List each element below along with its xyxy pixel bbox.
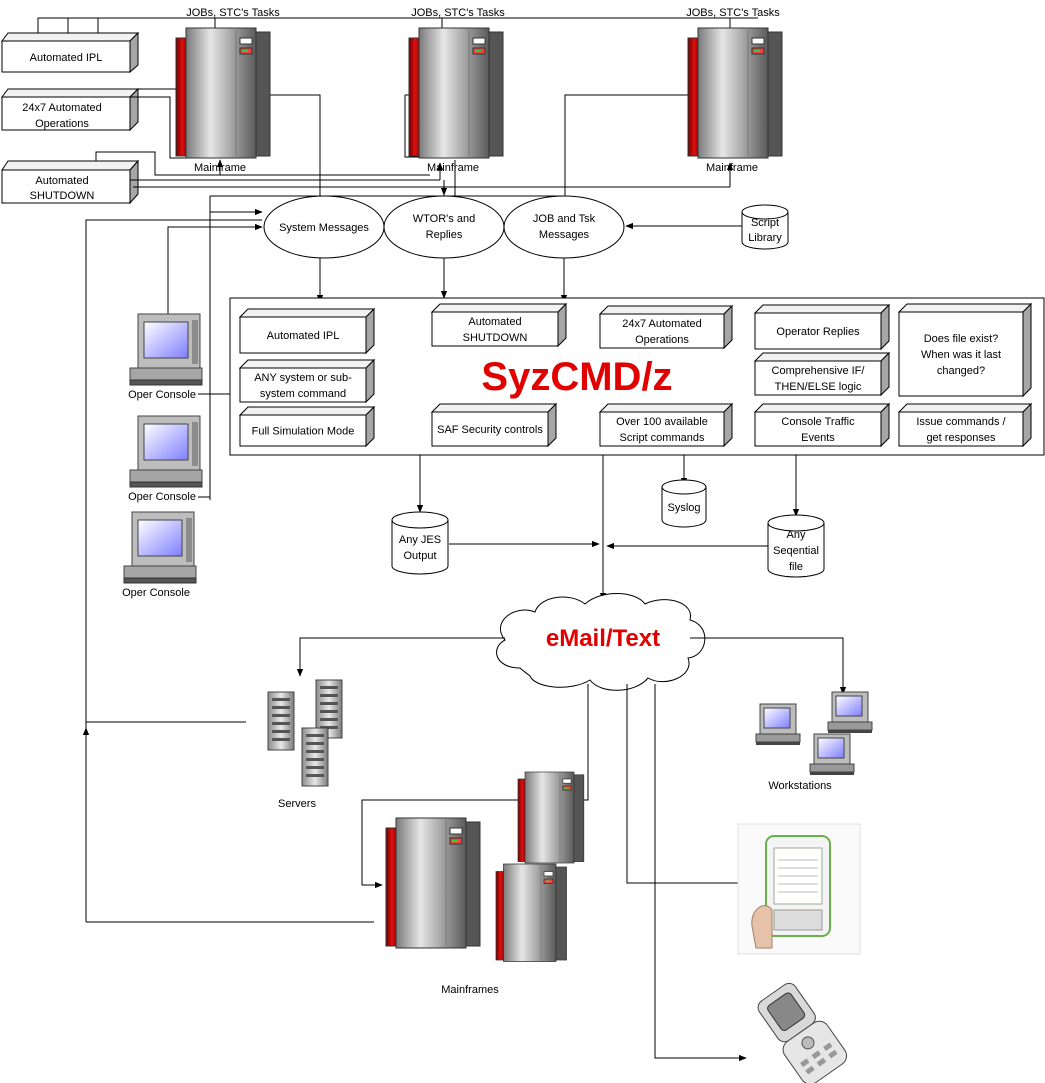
feature-box-full-simulation: Full Simulation Mode [238, 405, 376, 448]
top-connectors [37, 17, 758, 500]
mainframes-group: Mainframes [385, 771, 585, 996]
mainframes-label: Mainframes [441, 984, 499, 996]
feature-box-text: Comprehensive IF/THEN/ELSE logic [772, 365, 866, 393]
mainframe-3-label: Mainframe [706, 162, 758, 174]
mainframe-3-jobs-label: JOBs, STC's Tasks [686, 7, 780, 19]
feature-box-if-then-else: Comprehensive IF/THEN/ELSE logic [753, 351, 891, 397]
system-messages-ellipse: System Messages [263, 195, 385, 259]
oper-console-2-label: Oper Console [128, 491, 196, 503]
syslog-text: Syslog [667, 502, 700, 514]
syzcmd-feature-boxes: Automated IPL ANY system or sub-system co… [238, 302, 1033, 448]
output-lines [416, 455, 800, 601]
system-messages-text: System Messages [279, 222, 369, 234]
feature-box-any-command: ANY system or sub-system command [238, 358, 376, 404]
mainframe-1-label: Mainframe [194, 162, 246, 174]
feature-box-text: ANY system or sub-system command [254, 372, 352, 400]
message-bus-lines [85, 180, 568, 730]
workstations-label: Workstations [768, 780, 832, 792]
cellphone-image [757, 982, 848, 1083]
workstations-group: Workstations [755, 691, 873, 792]
oper-console-1: Oper Console [128, 313, 203, 401]
email-text-cloud: eMail/Text [496, 593, 706, 691]
email-fanout-lines [82, 637, 847, 1062]
ereader-image [737, 823, 861, 955]
syslog-cylinder: Syslog [661, 479, 707, 528]
servers-label: Servers [278, 798, 316, 810]
oper-console-3: Oper Console [122, 511, 197, 599]
feature-box-saf-security: SAF Security controls [430, 402, 558, 448]
left-box-automated-ipl: Automated IPL [1, 31, 140, 74]
email-text-label: eMail/Text [546, 625, 660, 652]
feature-box-text: Automated IPL [267, 330, 340, 342]
left-box-automated-ipl-text: Automated IPL [30, 52, 103, 64]
mainframe-3: Mainframe JOBs, STC's Tasks [686, 7, 783, 174]
oper-console-2: Oper Console [128, 415, 203, 503]
mainframe-1: Mainframe JOBs, STC's Tasks [175, 7, 280, 174]
feature-box-automated-ipl: Automated IPL [238, 307, 376, 355]
feature-box-text: Operator Replies [776, 326, 860, 338]
mainframe-2-label: Mainframe [427, 162, 479, 174]
feature-box-text: Full Simulation Mode [252, 426, 355, 438]
feature-box-issue-commands: Issue commands /get responses [897, 402, 1033, 448]
syzcmd-title: SyzCMD/z [481, 355, 672, 399]
oper-console-1-label: Oper Console [128, 389, 196, 401]
servers-group: Servers [267, 679, 343, 810]
oper-console-3-label: Oper Console [122, 587, 190, 599]
feature-box-text: SAF Security controls [437, 424, 543, 436]
mainframe-2: Mainframe JOBs, STC's Tasks [408, 7, 505, 174]
feature-box-text: Issue commands /get responses [916, 416, 1006, 444]
mainframe-2-jobs-label: JOBs, STC's Tasks [411, 7, 505, 19]
feature-box-operator-replies: Operator Replies [753, 303, 891, 351]
mainframe-1-jobs-label: JOBs, STC's Tasks [186, 7, 280, 19]
